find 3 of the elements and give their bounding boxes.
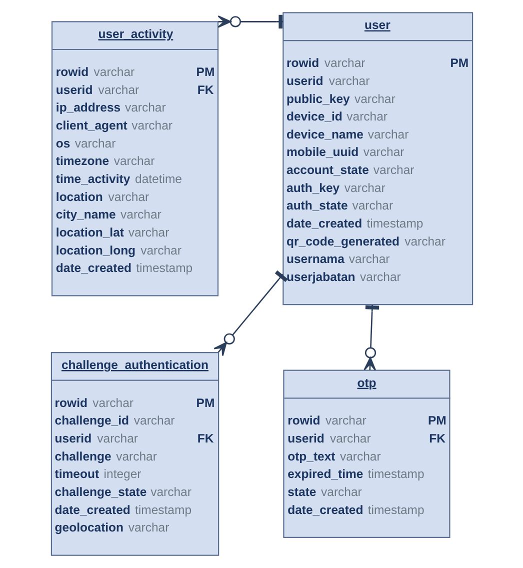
connector bbox=[363, 304, 379, 371]
connector bbox=[213, 270, 288, 356]
connector bbox=[217, 14, 283, 28]
